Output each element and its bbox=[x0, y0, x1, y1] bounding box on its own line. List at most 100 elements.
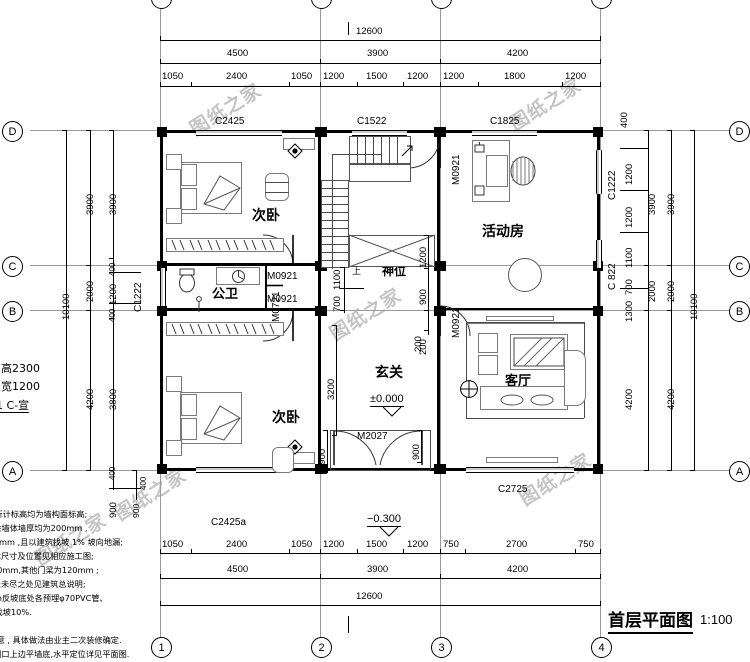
room-label-bathroom: 公卫 bbox=[212, 287, 239, 302]
nightstand-upper bbox=[166, 154, 182, 170]
dim-right-outer-3: 4200 bbox=[666, 388, 677, 410]
grid-bubble-2: 2 bbox=[311, 637, 332, 658]
bed-upper-quilt bbox=[203, 175, 241, 211]
exterior-wall-bottom bbox=[160, 468, 600, 471]
dim-left-inner-2: 400 bbox=[108, 262, 117, 276]
grid-bubble-1: 1 bbox=[151, 637, 172, 658]
dim-right-outer-1: 3900 bbox=[666, 193, 677, 215]
dim-left-outer-3: 4200 bbox=[85, 388, 96, 410]
dim-top-bay-3: 4200 bbox=[507, 48, 529, 59]
wardrobe-upper-hangers bbox=[171, 239, 275, 251]
nightstand-upper-2 bbox=[166, 208, 182, 224]
dim-bot-sub-1: 1050 bbox=[162, 539, 184, 550]
balcony-rail bbox=[486, 316, 554, 321]
grid-bubble-top-4 bbox=[591, 0, 612, 9]
door-label-m2027: M2027 bbox=[357, 431, 388, 442]
dim-right-total: 10100 bbox=[689, 293, 700, 320]
window-label-c2425a: C2425a bbox=[211, 517, 247, 528]
dim-bot-bay-3: 4200 bbox=[507, 564, 529, 575]
partition-wall-mid-vertical bbox=[318, 133, 321, 468]
left-note-height: 口高2300 bbox=[0, 362, 40, 375]
desk-lamp-icon bbox=[474, 142, 485, 153]
column bbox=[157, 464, 167, 474]
door-label-m0921-b: M0921 bbox=[267, 294, 298, 305]
window-label-c822: C 822 bbox=[607, 263, 618, 290]
activity-monitor bbox=[486, 155, 508, 187]
dim-bot-sub-9: 750 bbox=[578, 539, 594, 550]
note-line-7: 墙面200mm反坡底处各预埋φ70PVC管、 bbox=[0, 593, 108, 603]
door-swing-entry bbox=[333, 430, 423, 466]
note-line-5: 固定侧)为60mm,其他门梁为120mm ; bbox=[0, 565, 99, 575]
grid-bubble-C-left: C bbox=[2, 256, 23, 277]
room-label-bedroom-lower: 次卧 bbox=[272, 410, 300, 426]
partition-wall-upper-horiz bbox=[160, 263, 318, 266]
dim-left-outer-1: 3900 bbox=[85, 193, 96, 215]
grid-bubble-B-left: B bbox=[2, 301, 23, 322]
dim-top-bay-1: 4500 bbox=[227, 48, 249, 59]
dim-bot-sub-6: 1200 bbox=[407, 539, 429, 550]
door-swing-bedroom-lower bbox=[262, 310, 294, 342]
staircase-landing bbox=[349, 164, 411, 182]
dim-right-2000: 2000 bbox=[647, 280, 658, 302]
dim-left-inner-1: 3900 bbox=[108, 193, 119, 215]
window-c1522 bbox=[352, 130, 407, 136]
window-c1222-left bbox=[160, 268, 166, 306]
armchair-left-b bbox=[478, 355, 498, 375]
dim-right-outer-2: 2000 bbox=[666, 280, 677, 302]
window-label-c2425: C2425 bbox=[215, 116, 245, 127]
armchair-left-a bbox=[478, 333, 498, 353]
partition-wall-right-vertical bbox=[437, 133, 440, 468]
window-label-c1522: C1522 bbox=[357, 116, 387, 127]
door-label-m0921-c: M0921 bbox=[451, 154, 462, 185]
grid-bubble-top-1 bbox=[151, 0, 172, 9]
grid-bubble-B-right: B bbox=[729, 301, 750, 322]
bed-upper-pillow bbox=[181, 164, 197, 186]
dim-top-sub-2: 2400 bbox=[226, 71, 248, 82]
dim-bot-sub-2: 2400 bbox=[226, 539, 248, 550]
dim-top-total: 12600 bbox=[356, 26, 383, 37]
door-swing-activity-upper bbox=[407, 135, 441, 169]
room-label-bedroom-upper: 次卧 bbox=[252, 208, 280, 224]
door-swing-bedroom-upper bbox=[262, 234, 294, 266]
dim-int-1900: 1900 bbox=[317, 448, 328, 470]
note-line-4: 门窗的具体尺寸及位置见相应施工图; bbox=[0, 551, 94, 561]
note-line-8: 管向外找坡10%. bbox=[0, 607, 32, 617]
watermark: 图纸之家 bbox=[516, 449, 596, 511]
elevation-zero: ±0.000 bbox=[370, 393, 404, 407]
dim-left-900: 900 bbox=[131, 503, 141, 518]
room-label-shrine: 神位 bbox=[382, 264, 407, 278]
porch-ledge bbox=[486, 457, 558, 463]
column bbox=[434, 261, 446, 271]
dim-top-sub-3: 1050 bbox=[291, 71, 313, 82]
grid-bubble-3: 3 bbox=[431, 637, 452, 658]
shower-drain-icon bbox=[232, 270, 245, 283]
chair-upper bbox=[265, 173, 289, 201]
dim-bot-sub-8: 2700 bbox=[506, 539, 528, 550]
window-c1222-right bbox=[596, 150, 602, 194]
dim-left-inner-4: 400 bbox=[108, 308, 117, 322]
dim-int-3200: 3200 bbox=[326, 378, 337, 400]
dim-top-sub-8: 1800 bbox=[504, 71, 526, 82]
left-note-ref: 1 C-宣 bbox=[0, 400, 30, 413]
window-label-c1222-left: C1222 bbox=[133, 282, 144, 312]
room-label-foyer: 玄关 bbox=[375, 365, 403, 381]
dim-int-200b: 200 bbox=[413, 336, 424, 352]
stair-up-label: 上 bbox=[352, 267, 362, 277]
dim-right-mid-4200: 4200 bbox=[624, 388, 635, 410]
elevation-minus-300: −0.300 bbox=[367, 513, 401, 527]
dim-right-mid-1100: 1100 bbox=[624, 247, 635, 268]
note-line-1: 图中所计标高均为墙构面标高; bbox=[0, 509, 88, 519]
dim-right-mid-700: 700 bbox=[624, 279, 635, 295]
dim-bot-sub-7: 750 bbox=[443, 539, 459, 550]
grid-bubble-A-right: A bbox=[729, 461, 750, 482]
dim-right-mid-400: 400 bbox=[619, 112, 630, 128]
stair-storage-cross bbox=[348, 234, 436, 268]
dim-left-inner-7: 400 bbox=[108, 466, 117, 480]
dim-left-outer-2: 2000 bbox=[85, 280, 96, 302]
dim-top-sub-7: 1200 bbox=[443, 71, 465, 82]
note-line-3: 地面低20mm ,且以建筑找坡 1% 坡向地漏; bbox=[0, 537, 123, 547]
floor-drain-icon bbox=[196, 296, 202, 312]
door-swing-activity-lower bbox=[439, 305, 471, 337]
dim-int-1100: 1100 bbox=[332, 269, 343, 290]
